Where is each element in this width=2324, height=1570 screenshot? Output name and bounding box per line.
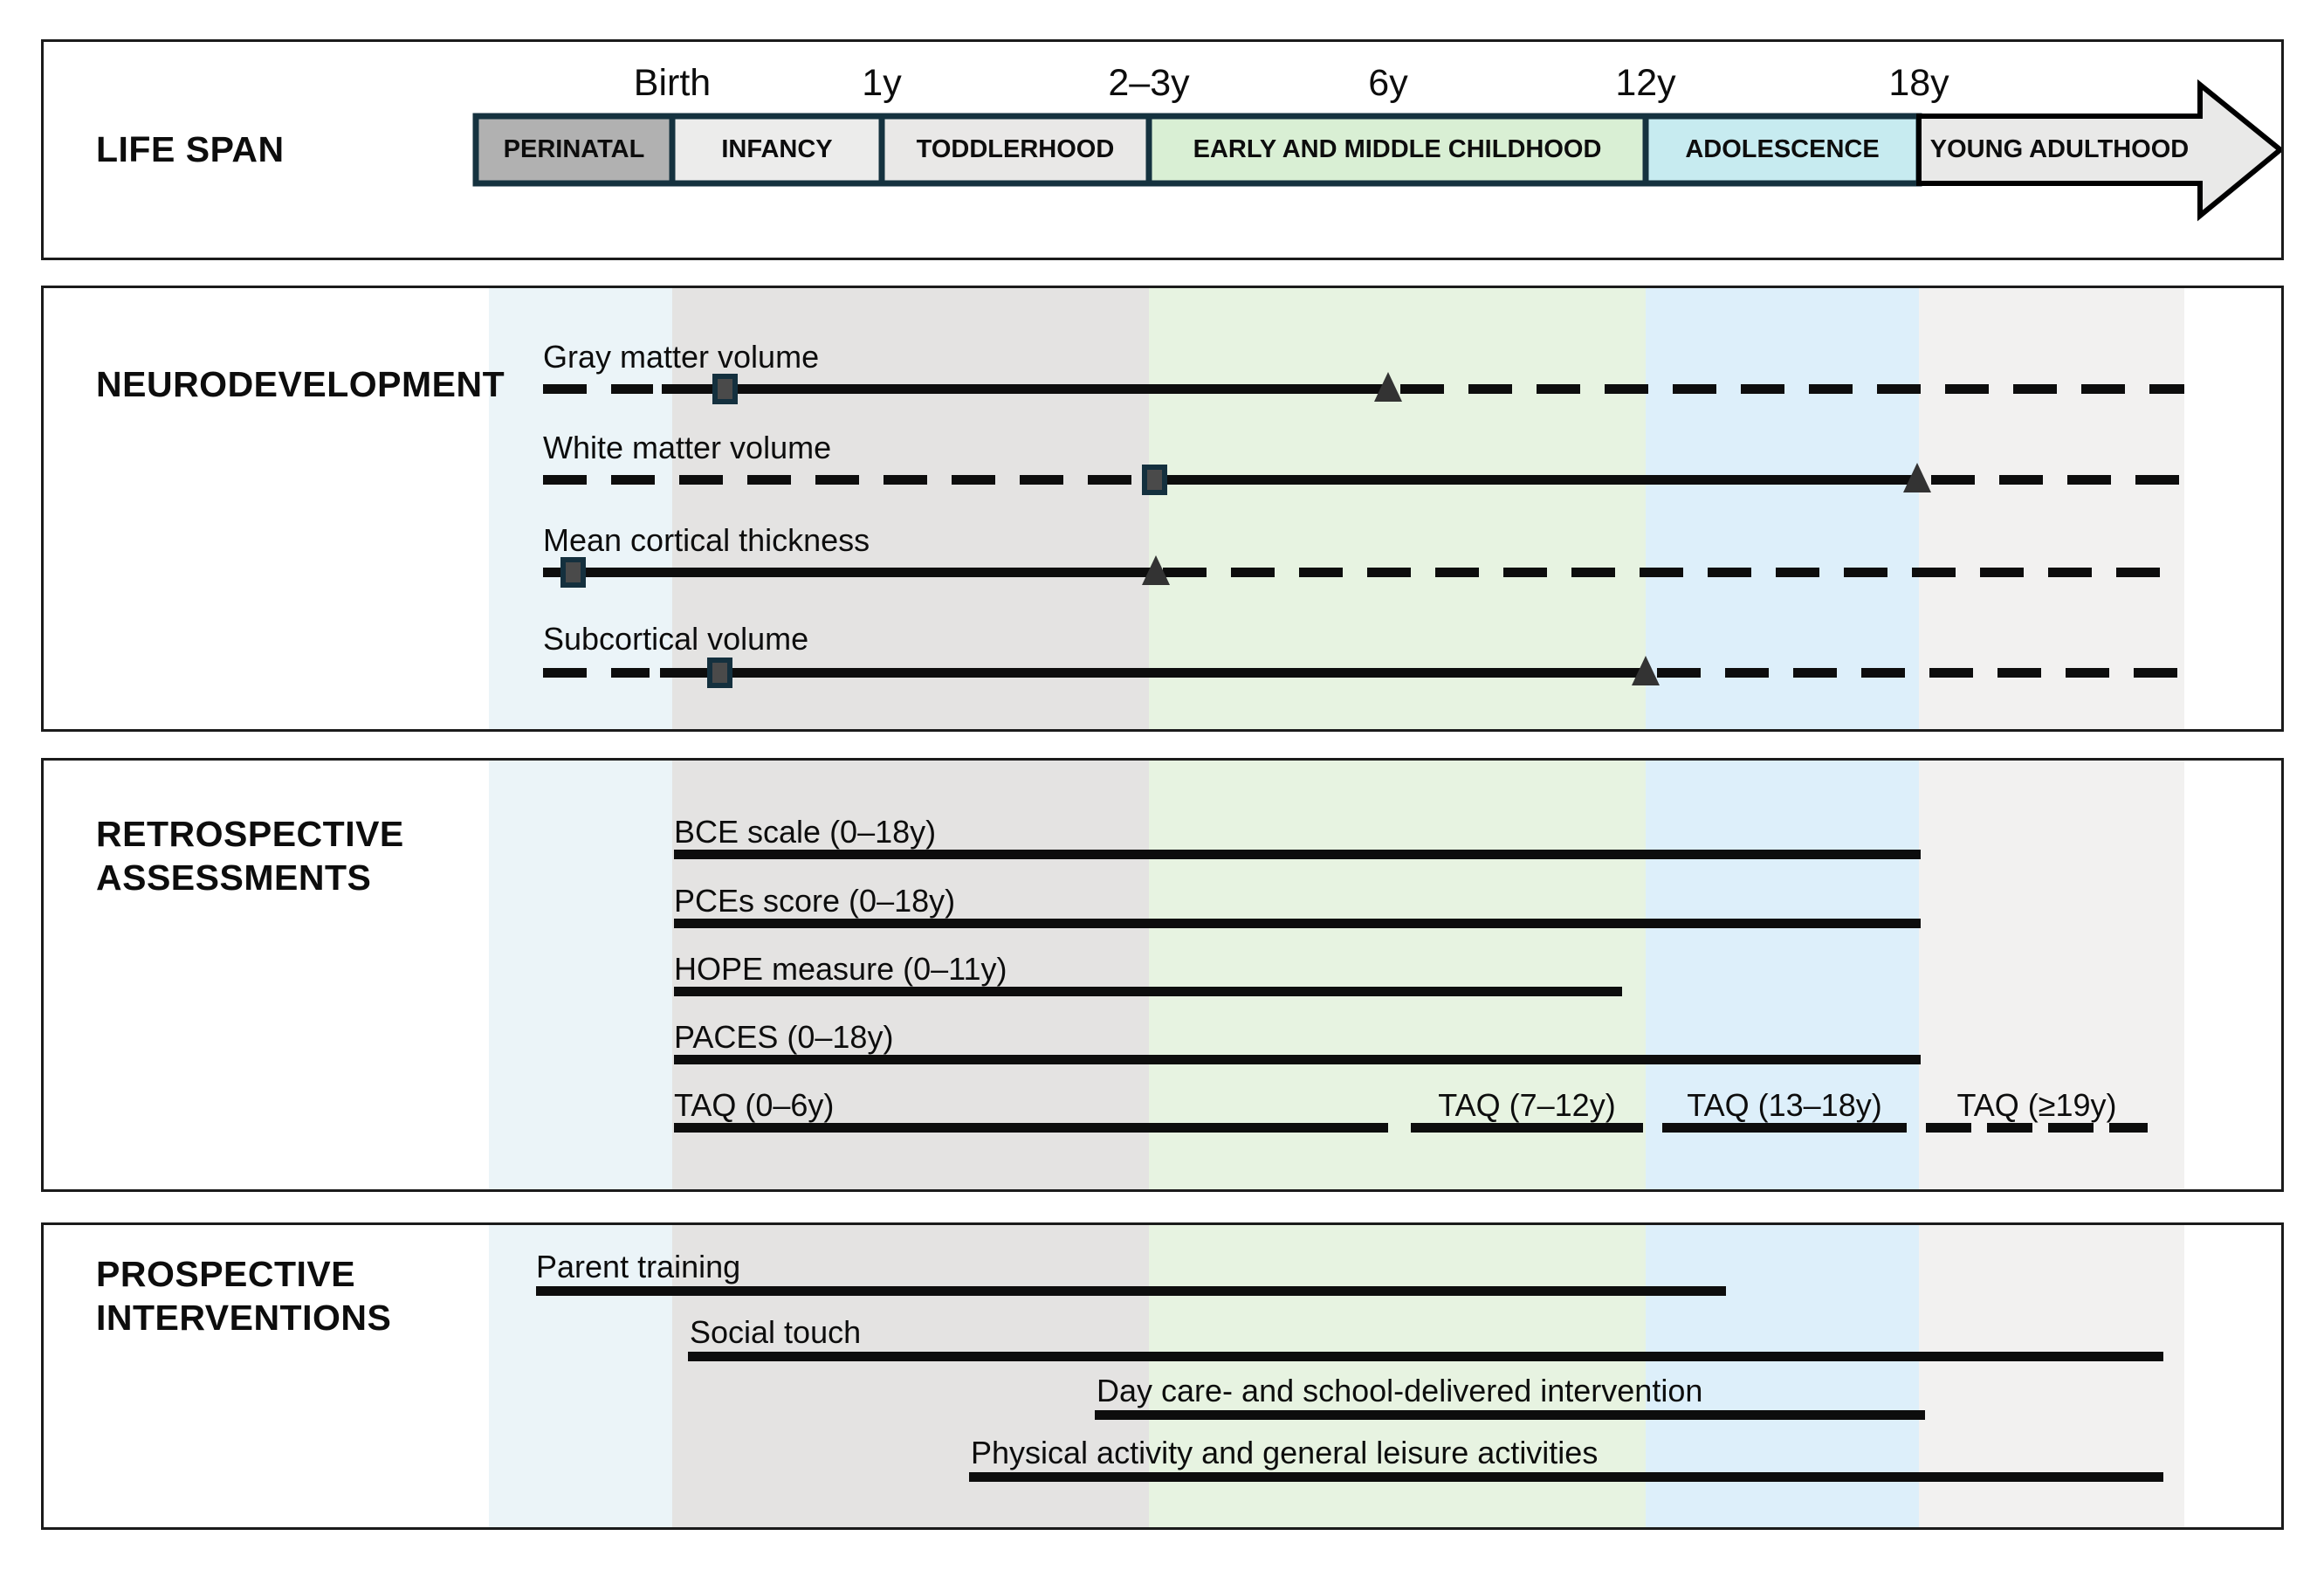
lifespan-stage-box-adolescence xyxy=(1642,113,1922,187)
age-label-2-3y: 2–3y xyxy=(1108,62,1190,104)
nd-line-mean-cortical-thickness-dash xyxy=(1163,568,2184,577)
intervention-line-physical-activity xyxy=(969,1472,2163,1482)
nd-row-label-white-matter-volume: White matter volume xyxy=(543,430,832,465)
assessment-label-bce-scale: BCE scale (0–18y) xyxy=(674,814,937,850)
nd-line-subcortical-volume-dash xyxy=(543,668,650,678)
panel-title-line: RETROSPECTIVE xyxy=(96,814,404,854)
nd-row-label-mean-cortical-thickness: Mean cortical thickness xyxy=(543,522,870,558)
perinatal-band xyxy=(489,761,672,1189)
lifespan-stage-label-perinatal: PERINATAL xyxy=(503,135,645,163)
adolescence-band xyxy=(1646,288,1919,729)
assessment-line-paces xyxy=(674,1055,1921,1064)
intervention-label-day-care-school: Day care- and school-delivered intervent… xyxy=(1097,1373,1703,1408)
lifespan-arrow xyxy=(472,79,2281,222)
lifespan-stage-box-toddlerhood xyxy=(878,113,1152,187)
assessment-label-taq-13-18: TAQ (13–18y) xyxy=(1687,1087,1882,1123)
nd-line-gray-matter-volume-dash xyxy=(1400,384,2184,394)
perinatal-band xyxy=(489,1225,672,1527)
infancy-toddler-band xyxy=(672,288,1149,729)
intervention-line-social-touch xyxy=(688,1352,2163,1361)
young-adulthood-band xyxy=(1919,761,2184,1189)
lifespan-stage-box-perinatal xyxy=(472,113,676,187)
nd-row-label-gray-matter-volume: Gray matter volume xyxy=(543,339,820,375)
nd-line-subcortical-volume-dash xyxy=(1657,668,2184,678)
assessment-label-taq-7-12: TAQ (7–12y) xyxy=(1438,1087,1616,1123)
young-adulthood-band xyxy=(1919,288,2184,729)
nd-line-subcortical-volume-solid xyxy=(660,668,1646,678)
panel-title-neurodevelopment: NEURODEVELOPMENT xyxy=(96,364,505,404)
childhood-band xyxy=(1149,288,1646,729)
square-marker xyxy=(707,658,732,688)
square-marker xyxy=(712,374,738,404)
nd-line-white-matter-volume-solid xyxy=(1142,475,1917,485)
young-adulthood-band xyxy=(1919,1225,2184,1527)
age-label-6y: 6y xyxy=(1368,62,1408,104)
assessment-label-taq-19plus: TAQ (≥19y) xyxy=(1956,1087,2117,1123)
nd-line-white-matter-volume-dash xyxy=(1931,475,2184,485)
panel-prospective-interventions: PROSPECTIVE INTERVENTIONS Parent trainin… xyxy=(41,1222,2284,1530)
triangle-marker xyxy=(1903,463,1931,492)
triangle-marker xyxy=(1142,555,1170,585)
assessment-label-taq-0-6: TAQ (0–6y) xyxy=(674,1087,835,1123)
nd-line-gray-matter-volume-dash xyxy=(543,384,653,394)
assessment-label-paces: PACES (0–18y) xyxy=(674,1019,894,1055)
triangle-marker xyxy=(1374,372,1402,402)
nd-line-mean-cortical-thickness-solid xyxy=(543,568,1151,577)
intervention-label-social-touch: Social touch xyxy=(690,1314,862,1350)
infancy-toddler-band xyxy=(672,1225,1149,1527)
assessment-label-pces-score: PCEs score (0–18y) xyxy=(674,883,956,919)
panel-lifespan: LIFE SPAN PERINATAL INFANCY TODDLERHOOD EAR… xyxy=(41,39,2284,260)
lifespan-stage-label-toddlerhood: TODDLERHOOD xyxy=(916,135,1115,163)
lifespan-stage-box-infancy xyxy=(669,113,885,187)
infancy-toddler-band xyxy=(672,761,1149,1189)
intervention-label-parent-training: Parent training xyxy=(536,1249,741,1284)
lifespan-stage-label-early-middle-childhood: EARLY AND MIDDLE CHILDHOOD xyxy=(1193,135,1602,163)
panel-title-prospective: PROSPECTIVE INTERVENTIONS xyxy=(96,1252,391,1339)
age-label-12y: 12y xyxy=(1615,62,1676,104)
lifespan-stage-label-adolescence: ADOLESCENCE xyxy=(1685,135,1880,163)
square-marker xyxy=(1142,465,1167,495)
intervention-line-day-care-school xyxy=(1095,1410,1925,1420)
adolescence-band xyxy=(1646,761,1919,1189)
triangle-marker xyxy=(1632,656,1660,685)
assessment-line-taq-7-12 xyxy=(1411,1123,1643,1133)
panel-title-retrospective: RETROSPECTIVE ASSESSMENTS xyxy=(96,812,404,899)
perinatal-band xyxy=(489,288,672,729)
assessment-line-taq-19plus xyxy=(1926,1123,2148,1133)
panel-retrospective-assessments: RETROSPECTIVE ASSESSMENTS BCE scale (0–1… xyxy=(41,758,2284,1192)
age-label-18y: 18y xyxy=(1888,62,1949,104)
panel-title-line: PROSPECTIVE xyxy=(96,1254,356,1294)
panel-title-line: ASSESSMENTS xyxy=(96,857,372,898)
assessment-label-hope-measure: HOPE measure (0–11y) xyxy=(674,951,1007,987)
childhood-band xyxy=(1149,761,1646,1189)
panel-title-line: INTERVENTIONS xyxy=(96,1298,392,1338)
lifespan-stage-label-young-adulthood: YOUNG ADULTHOOD xyxy=(1929,135,2190,163)
square-marker xyxy=(560,557,586,588)
lifespan-stage-label-infancy: INFANCY xyxy=(721,135,833,163)
age-label-1y: 1y xyxy=(862,62,902,104)
age-label-birth: Birth xyxy=(633,62,712,104)
assessment-line-hope-measure xyxy=(674,987,1622,996)
assessment-line-pces-score xyxy=(674,919,1921,928)
panel-title-lifespan: LIFE SPAN xyxy=(96,129,285,169)
nd-line-white-matter-volume-dash xyxy=(543,475,1138,485)
nd-row-label-subcortical-volume: Subcortical volume xyxy=(543,621,809,657)
nd-line-gray-matter-volume-solid xyxy=(662,384,1388,394)
intervention-line-parent-training xyxy=(536,1286,1726,1296)
assessment-line-bce-scale xyxy=(674,850,1921,859)
assessment-line-taq-0-6 xyxy=(674,1123,1388,1133)
lifespan-arrow-head-young-adulthood xyxy=(1916,79,2281,222)
assessment-line-taq-13-18 xyxy=(1662,1123,1907,1133)
intervention-label-physical-activity: Physical activity and general leisure ac… xyxy=(971,1435,1599,1470)
